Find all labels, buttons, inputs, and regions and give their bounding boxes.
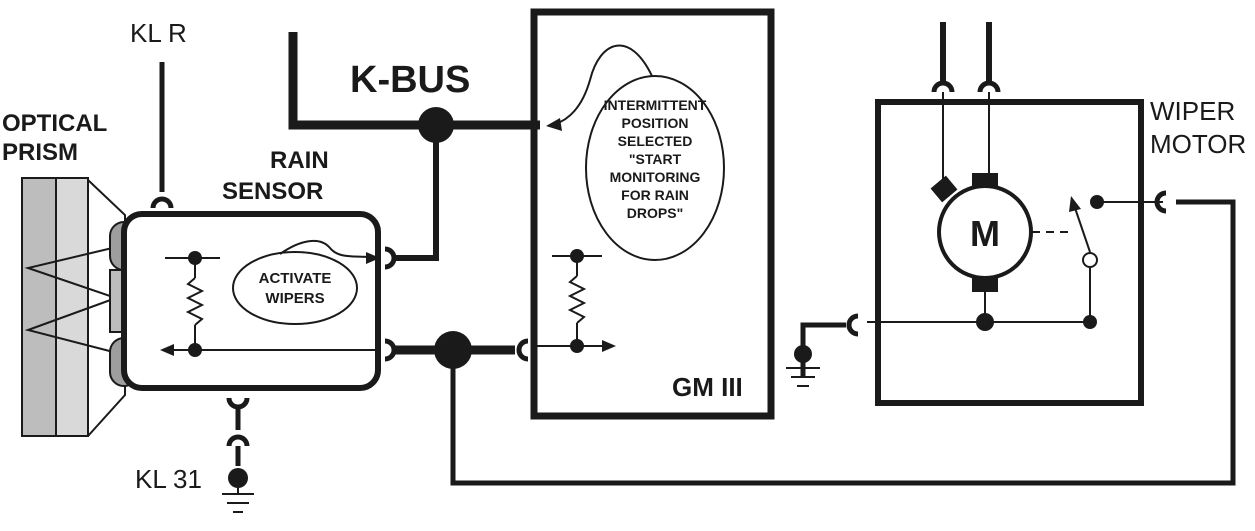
motor-feed-connector [1154, 190, 1167, 214]
kl31-label: KL 31 [135, 464, 202, 494]
kl-r-label: KL R [130, 18, 187, 48]
rain-sensor-label: RAIN [270, 147, 329, 174]
intermittent-bubble [585, 75, 725, 261]
bubble-line-5: MONITORING [610, 169, 701, 185]
activate-wipers-text-line2: WIPERS [265, 290, 324, 307]
activate-wipers-bubble [232, 251, 358, 325]
rain-sensor-label-line2: SENSOR [222, 178, 323, 205]
wiper-motor-label-line2: MOTOR [1150, 129, 1246, 159]
bubble-arrow [554, 44, 653, 125]
bubble-line-2: POSITION [622, 115, 689, 131]
gm-internal-circuit [537, 249, 616, 353]
activate-arrow [279, 239, 369, 258]
optical-prism-label: OPTICAL [2, 110, 107, 137]
motor-symbol-letter: M [970, 213, 1000, 254]
k-bus-node [418, 107, 454, 143]
motor-switch-contact [1082, 252, 1098, 268]
bubble-line-3: SELECTED [618, 133, 693, 149]
activate-wipers-text: ACTIVATE [259, 270, 332, 287]
motor-ground-icon [786, 367, 820, 387]
wiper-motor-label: WIPER [1150, 96, 1235, 126]
gm-connector-signal [516, 338, 529, 362]
bubble-arrow-head [546, 118, 562, 131]
kl31-connector-top [226, 397, 250, 410]
motor-connector-2 [977, 80, 1001, 93]
kl31-ground-icon [222, 488, 254, 513]
k-bus-label: K-BUS [350, 59, 470, 101]
motor-feed-wire [450, 199, 1236, 486]
motor-ground-connector [846, 313, 859, 337]
bubble-line-6: FOR RAIN [621, 187, 689, 203]
gm-iii-label: GM III [672, 372, 743, 402]
bubble-line-1: INTERMITTENT [604, 97, 707, 113]
signal-node [434, 331, 472, 369]
motor-internal-wiring [867, 92, 1163, 331]
gm-iii-box [530, 8, 775, 420]
sensor-internal-circuit [160, 251, 378, 357]
bubble-line-7: DROPS" [627, 205, 683, 221]
motor-connector-1 [931, 80, 955, 93]
motor-symbol [937, 184, 1033, 280]
k-bus-drop-wire [392, 125, 439, 261]
kl-r-connector [150, 196, 174, 209]
kl31-connector-bottom [226, 434, 250, 447]
sensor-element [109, 269, 123, 333]
k-bus-line [288, 32, 540, 130]
bubble-line-4: "START [629, 151, 682, 167]
activate-arrow-head [366, 252, 380, 264]
kl31-terminal [228, 468, 248, 488]
wiper-motor-box [875, 99, 1144, 406]
optical-prism-label-line2: PRISM [2, 139, 78, 166]
motor-ground-terminal [794, 345, 812, 363]
